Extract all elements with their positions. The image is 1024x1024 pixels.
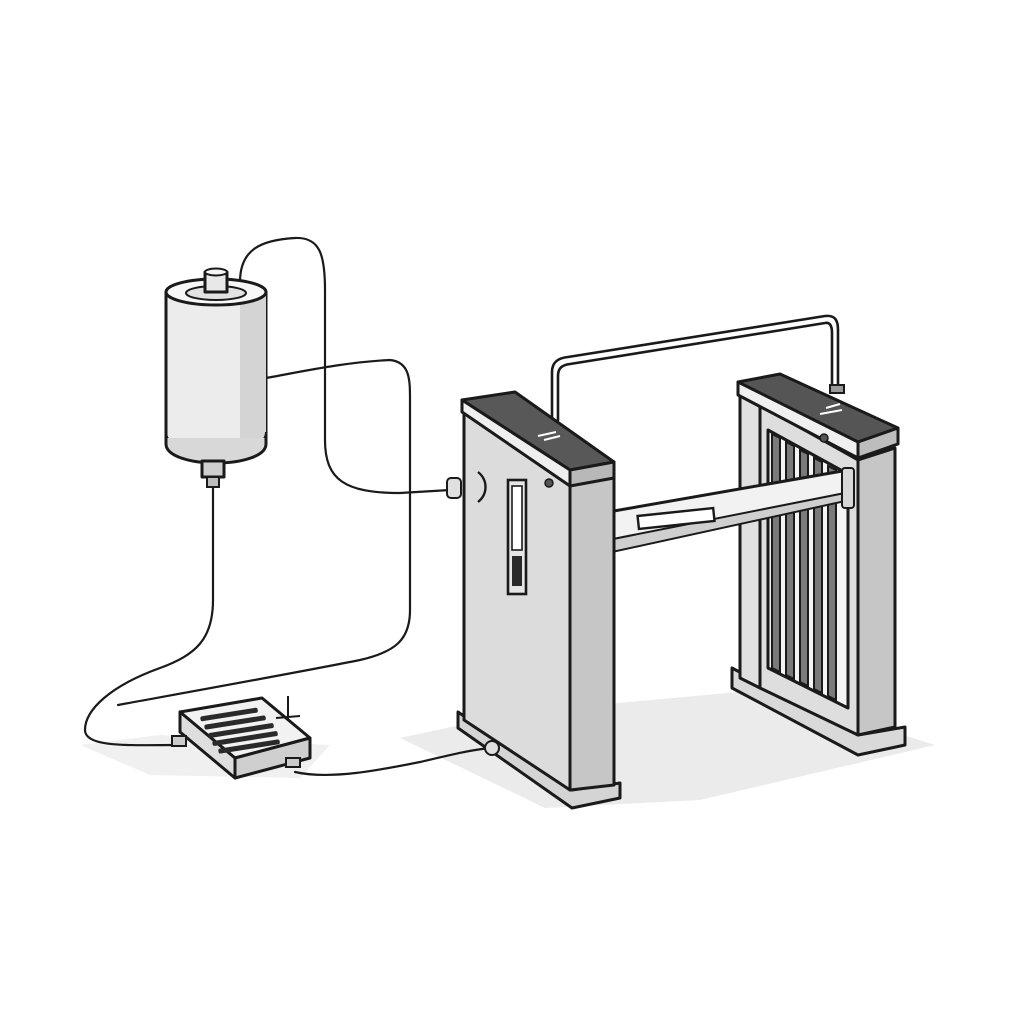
wires: [83, 236, 492, 777]
wire-cylinder-top-to-post: [238, 236, 452, 495]
turnstile-right-gate: [730, 372, 907, 757]
wire-cylinder-side-to-controller: [116, 358, 412, 707]
controller-keypad-grid: [200, 707, 280, 754]
wire-controller-to-post-base: [293, 746, 492, 777]
barrier-arm: [606, 467, 855, 554]
wire-cylinder-bottom-to-controller: [83, 486, 215, 747]
turnstile-left-post: [446, 390, 622, 810]
controller-box: [171, 696, 312, 780]
cylinder-unit: [164, 267, 268, 488]
overhead-pipe: [550, 314, 840, 422]
